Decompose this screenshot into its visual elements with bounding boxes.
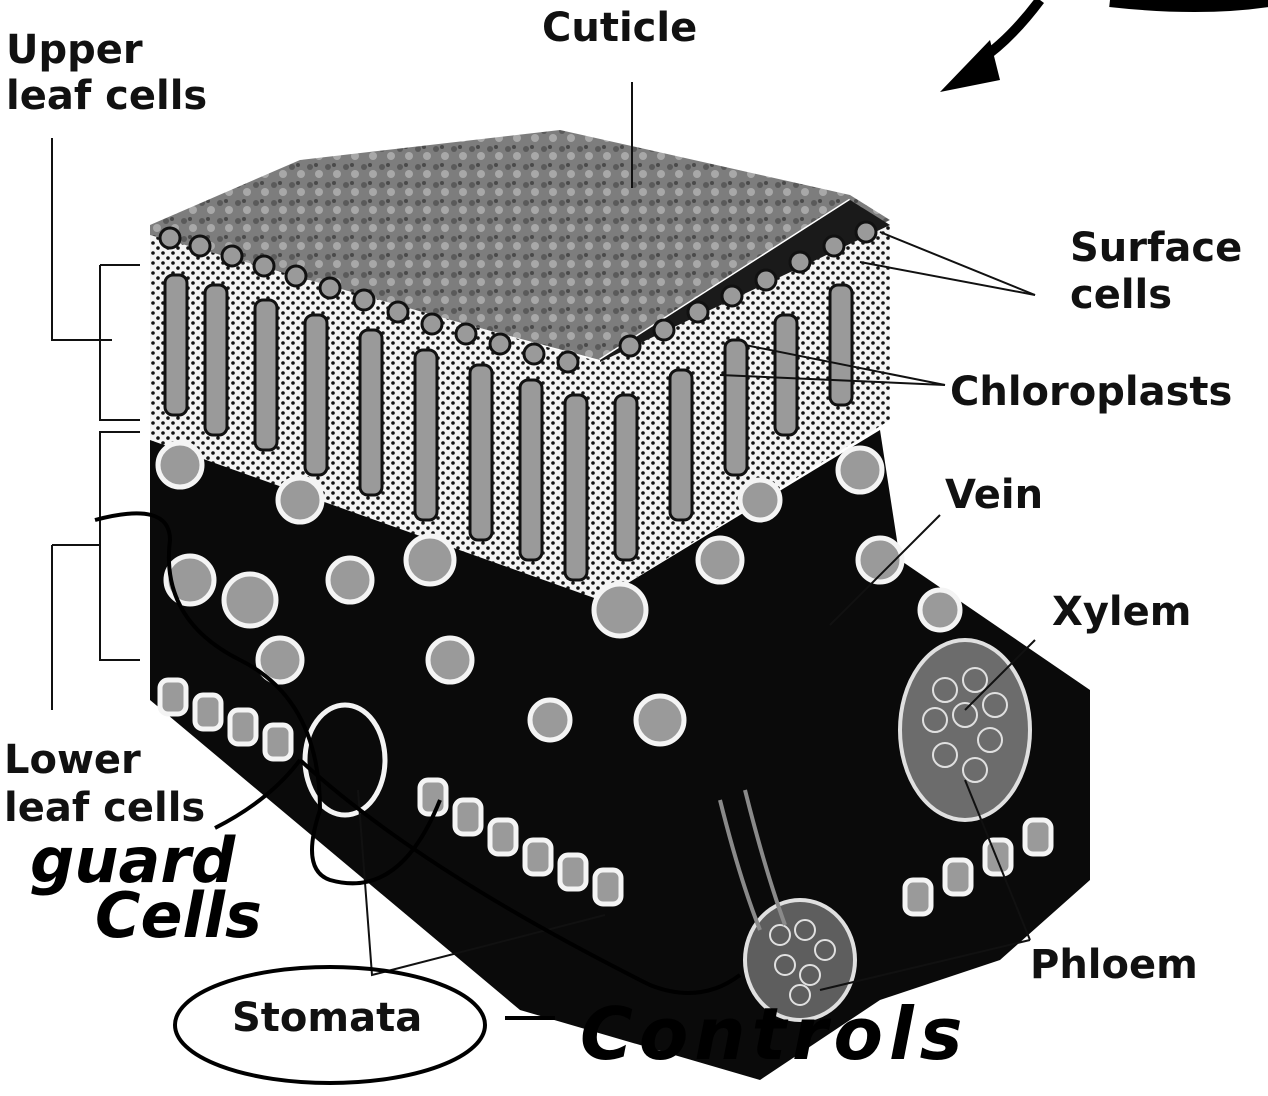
label-vein: Vein: [945, 475, 1043, 515]
label-cuticle: Cuticle: [542, 8, 697, 48]
label-chloroplasts: Chloroplasts: [950, 372, 1232, 412]
xylem-bundle: [900, 640, 1030, 820]
handwritten-controls: Controls: [580, 998, 969, 1070]
label-xylem: Xylem: [1052, 592, 1191, 632]
label-upper-leaf-cells-line1: Upper: [6, 30, 143, 70]
handwritten-cells: Cells: [95, 885, 262, 947]
label-lower-leaf-cells-line1: Lower: [4, 740, 141, 780]
label-phloem: Phloem: [1030, 945, 1198, 985]
label-lower-leaf-cells-line2: leaf cells: [4, 788, 205, 828]
label-surface-cells-line1: Surface: [1070, 228, 1242, 268]
label-stomata: Stomata: [232, 998, 422, 1038]
label-surface-cells-line2: cells: [1070, 275, 1172, 315]
label-upper-leaf-cells-line2: leaf cells: [6, 76, 207, 116]
